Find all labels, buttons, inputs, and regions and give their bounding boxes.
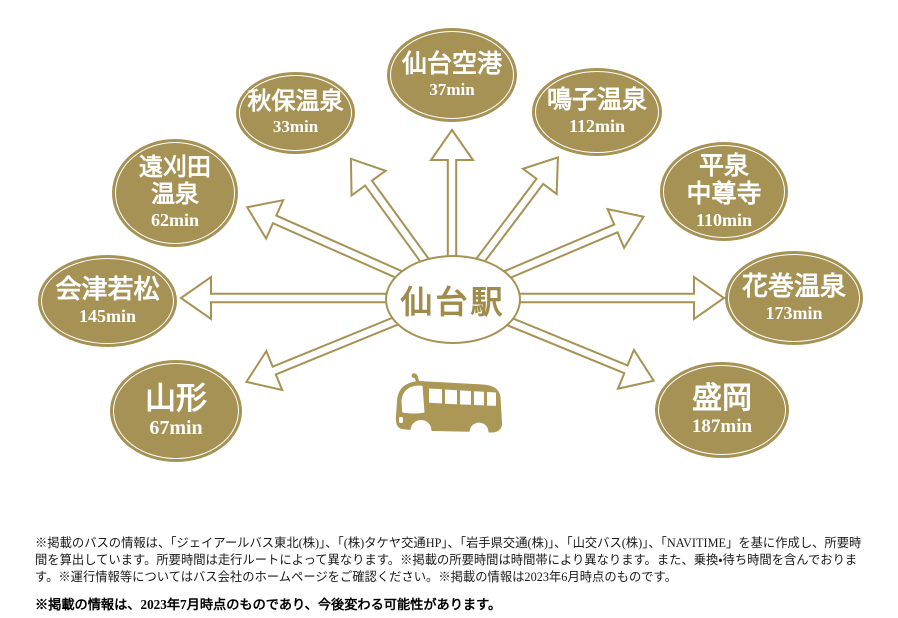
destination-node-naruko-onsen: 鳴子温泉 112min (532, 68, 662, 156)
destination-name: 平泉 中尊寺 (686, 152, 762, 208)
destination-node-togatta-onsen: 遠刈田 温泉 62min (112, 139, 238, 247)
route-arrow-naruko (471, 156, 559, 270)
route-arrow-aizuwakamatsu (179, 275, 412, 321)
route-arrow-yamagata (244, 308, 417, 392)
destination-name: 鳴子温泉 (546, 87, 647, 114)
center-station-label: 仙台駅 (400, 283, 506, 320)
destination-name: 遠刈田 温泉 (139, 155, 211, 208)
destination-name: 山形 (145, 380, 207, 416)
footer-notice-bold: ※掲載の情報は、2023年7月時点のものであり、今後変わる可能性があります。 (35, 597, 502, 613)
destination-node-sendai-airport: 仙台空港 37min (387, 28, 517, 122)
destination-name: 仙台空港 (401, 50, 502, 78)
route-arrow-akiu (349, 157, 433, 269)
travel-time: 112min (568, 116, 625, 136)
bus-icon (395, 373, 503, 439)
footer-disclaimer: ※掲載のバスの情報は、「ジェイアールバス東北(株)」、「(株)タケヤ交通HP」、… (35, 536, 862, 584)
center-node-sendai-station: 仙台駅 (385, 255, 521, 344)
route-arrow-sendai-airport (429, 128, 475, 258)
travel-time: 173min (765, 302, 823, 323)
travel-time: 110min (695, 209, 752, 230)
destination-name: 秋保温泉 (247, 89, 344, 116)
destination-node-yamagata: 山形 67min (110, 360, 242, 462)
destination-node-akiu-onsen: 秋保温泉 33min (236, 72, 355, 154)
route-arrow-togatta (245, 198, 418, 287)
travel-time: 37min (429, 79, 475, 99)
travel-time: 33min (272, 116, 319, 136)
destination-name: 盛岡 (692, 381, 752, 415)
destination-node-hiraizumi-chusonji: 平泉 中尊寺 110min (660, 142, 788, 241)
travel-time: 62min (150, 209, 199, 230)
travel-time: 67min (149, 417, 203, 440)
destination-name: 花巻温泉 (741, 272, 846, 302)
route-arrow-hanamaki (492, 275, 726, 321)
destination-node-hanamaki-onsen: 花巻温泉 173min (725, 251, 863, 345)
travel-time: 145min (78, 305, 136, 326)
travel-time: 187min (691, 416, 753, 438)
route-arrow-hiraizumi (486, 207, 646, 288)
destination-name: 会津若松 (55, 275, 160, 305)
destination-node-aizuwakamatsu: 会津若松 145min (38, 255, 177, 347)
route-arrow-morioka (487, 308, 656, 391)
destination-node-morioka: 盛岡 187min (655, 362, 789, 458)
